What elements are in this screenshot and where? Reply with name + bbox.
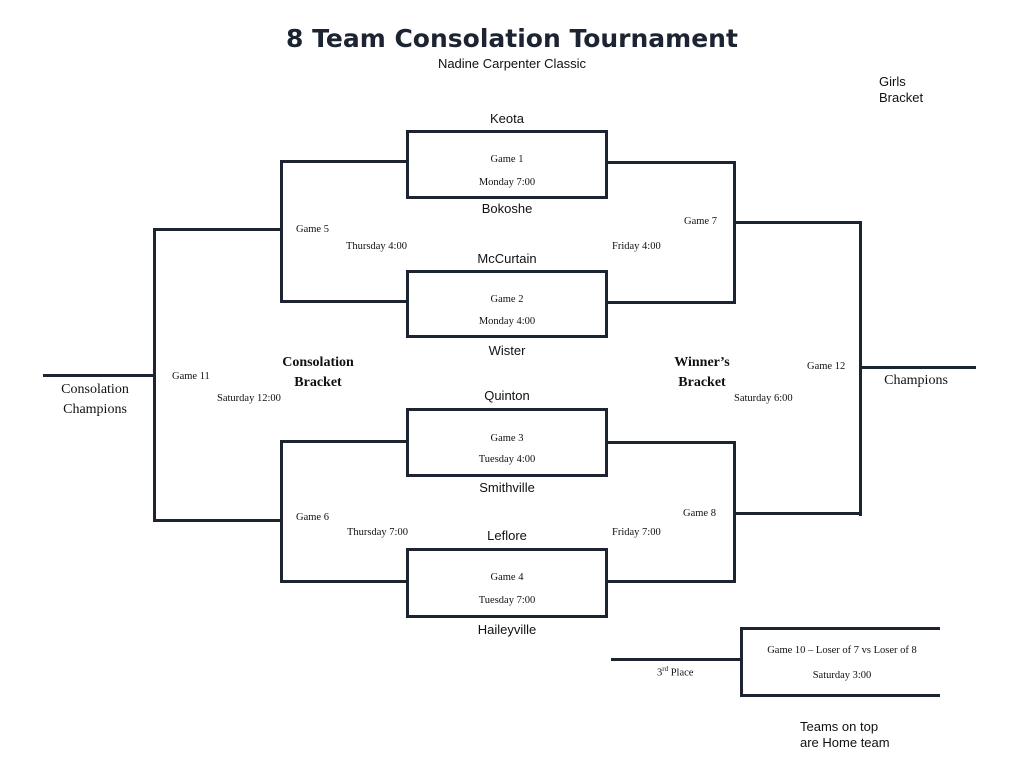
footnote-line2: are Home team — [800, 735, 890, 750]
game8-time: Friday 7:00 — [612, 527, 661, 538]
game5-bottom-arm — [280, 300, 410, 303]
game5-vertical — [280, 160, 283, 303]
champions-label: Champions — [884, 373, 948, 388]
corner-label-line1: Girls — [879, 74, 906, 89]
consolation-bracket-label-line1: Consolation — [282, 355, 354, 370]
team-wister: Wister — [488, 343, 526, 358]
game8-name: Game 8 — [683, 508, 716, 519]
third-place-line — [611, 658, 742, 661]
champion-line — [859, 366, 976, 369]
game6-bottom-arm — [280, 580, 410, 583]
game2-time: Monday 4:00 — [478, 316, 536, 327]
consolation-champions-line2: Champions — [63, 402, 127, 417]
team-keota: Keota — [490, 111, 524, 126]
game10-bottom-arm — [740, 694, 940, 697]
game7-top-arm — [606, 161, 736, 164]
game7-name: Game 7 — [684, 216, 717, 227]
team-haileyville: Haileyville — [477, 622, 537, 637]
game5-time: Thursday 4:00 — [346, 241, 407, 252]
game7-time: Friday 4:00 — [612, 241, 661, 252]
game10-top-arm — [740, 627, 940, 630]
game10-vertical — [740, 627, 743, 697]
team-bokoshe: Bokoshe — [481, 201, 533, 216]
game11-bottom-arm — [153, 519, 283, 522]
page-subtitle: Nadine Carpenter Classic — [437, 56, 587, 71]
game1-name: Game 1 — [490, 154, 524, 165]
game3-box — [406, 408, 608, 477]
game12-name: Game 12 — [807, 361, 846, 372]
game6-name: Game 6 — [296, 512, 329, 523]
game5-top-arm — [280, 160, 410, 163]
game1-time: Monday 7:00 — [478, 177, 536, 188]
game8-bottom-arm — [606, 580, 736, 583]
game6-vertical — [280, 440, 283, 583]
game11-top-arm — [153, 228, 283, 231]
game6-top-arm — [280, 440, 410, 443]
corner-label-line2: Bracket — [879, 90, 924, 105]
consolation-bracket-label-line2: Bracket — [294, 375, 342, 390]
third-place-label: 3rd Place — [657, 665, 694, 679]
game12-bottom-arm — [733, 512, 862, 515]
winners-bracket-label-line2: Bracket — [678, 375, 726, 390]
game10-time: Saturday 3:00 — [812, 670, 872, 681]
game6-time: Thursday 7:00 — [347, 527, 408, 538]
game11-time: Saturday 12:00 — [217, 393, 281, 404]
footnote-line1: Teams on top — [800, 719, 879, 734]
game4-time: Tuesday 7:00 — [478, 595, 536, 606]
game4-box — [406, 548, 608, 618]
winners-bracket-label-line1: Winner’s — [674, 355, 730, 370]
game7-vertical — [733, 161, 736, 304]
team-smithville: Smithville — [479, 480, 535, 495]
game12-time: Saturday 6:00 — [734, 393, 793, 404]
game3-time: Tuesday 4:00 — [478, 454, 536, 465]
page-title: 8 Team Consolation Tournament — [286, 24, 738, 53]
game2-name: Game 2 — [490, 294, 524, 305]
game4-name: Game 4 — [490, 572, 524, 583]
game11-name: Game 11 — [172, 371, 210, 382]
consolation-champions-line1: Consolation — [61, 382, 129, 397]
game1-box — [406, 130, 608, 199]
game5-name: Game 5 — [296, 224, 329, 235]
game7-bottom-arm — [606, 301, 736, 304]
game8-top-arm — [606, 441, 736, 444]
team-quinton: Quinton — [484, 388, 530, 403]
game10-name: Game 10 – Loser of 7 vs Loser of 8 — [767, 645, 917, 656]
team-leflore: Leflore — [487, 528, 527, 543]
game3-name: Game 3 — [490, 433, 524, 444]
game12-top-arm — [733, 221, 862, 224]
team-mccurtain: McCurtain — [477, 251, 537, 266]
consolation-champion-line — [43, 374, 156, 377]
game2-box — [406, 270, 608, 338]
